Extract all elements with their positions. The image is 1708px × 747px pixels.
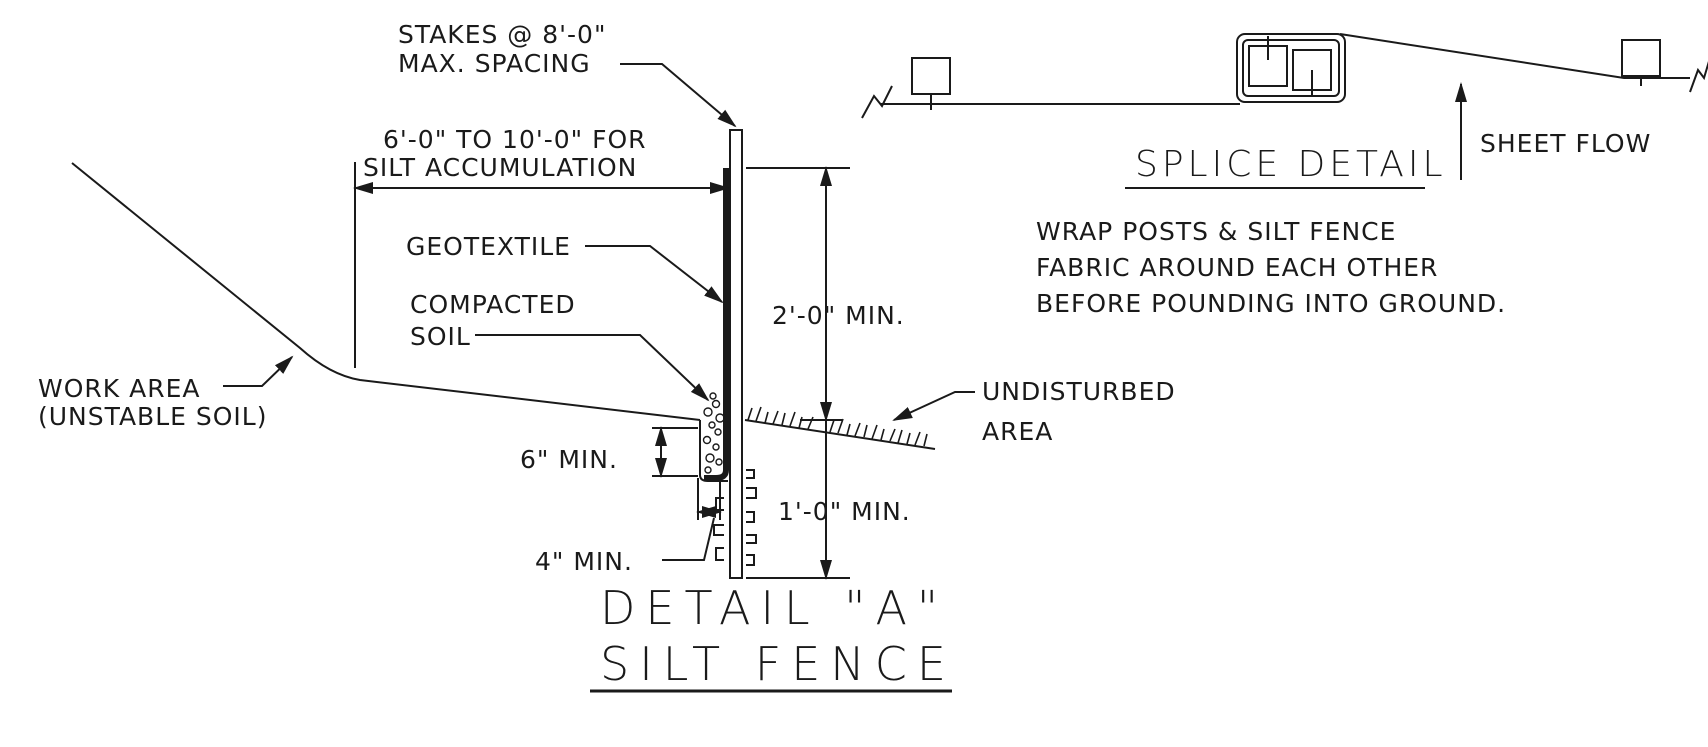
- splice-note-line3: BEFORE POUNDING INTO GROUND.: [1036, 289, 1506, 318]
- detail-subtitle: SILT FENCE: [600, 637, 956, 691]
- work-area-label-2: (UNSTABLE SOIL): [38, 402, 267, 431]
- splice-ground-line: [880, 33, 1690, 105]
- soil-leader: [475, 334, 710, 402]
- geotextile-label: GEOTEXTILE: [406, 232, 571, 261]
- splice-post-right: [1621, 39, 1661, 77]
- trench-depth-label: 6" MIN.: [520, 445, 618, 474]
- geotextile-fabric: [704, 168, 729, 481]
- grass-hatching: [747, 406, 928, 447]
- slope-ground-line: [71, 162, 701, 421]
- splice-note-line1: WRAP POSTS & SILT FENCE: [1036, 217, 1396, 246]
- undisturbed-ground-line: [744, 419, 936, 450]
- undisturbed-label: UNDISTURBED: [982, 377, 1176, 406]
- geotextile-leader: [585, 245, 724, 304]
- detail-title: DETAIL "A": [600, 581, 948, 635]
- sheet-flow-label: SHEET FLOW: [1480, 129, 1651, 158]
- width-dim-label: 6'-0" TO 10'-0" FOR: [383, 125, 647, 154]
- width-dim-label-2: SILT ACCUMULATION: [363, 153, 637, 182]
- stakes-leader: [620, 63, 737, 128]
- undisturbed-label-2: AREA: [982, 417, 1053, 446]
- splice-note-line2: FABRIC AROUND EACH OTHER: [1036, 253, 1438, 282]
- compacted-soil-label-2: SOIL: [410, 322, 471, 351]
- splice-title: SPLICE DETAIL: [1135, 144, 1447, 185]
- splice-wrap-outer: [1236, 33, 1346, 103]
- height-above-label: 2'-0" MIN.: [772, 301, 905, 330]
- undisturbed-leader: [892, 391, 975, 421]
- break-mark-left: [861, 85, 893, 119]
- embed-depth-label: 1'-0" MIN.: [778, 497, 911, 526]
- stakes-label: STAKES @ 8'-0": [398, 20, 606, 49]
- compacted-soil-fill: [702, 392, 725, 474]
- work-area-label: WORK AREA: [38, 374, 200, 403]
- stakes-label-2: MAX. SPACING: [398, 49, 591, 78]
- trench-width-label: 4" MIN.: [535, 547, 633, 576]
- trench-width-leader: [662, 517, 715, 561]
- compacted-soil-label: COMPACTED: [410, 290, 576, 319]
- stake-post: [729, 129, 743, 579]
- splice-post-left: [911, 57, 951, 95]
- section-view: STAKES @ 8'-0" MAX. SPACING 6'-0" TO 10'…: [38, 20, 1176, 693]
- trench-outline: [699, 420, 728, 482]
- break-mark-right: [1689, 61, 1708, 93]
- splice-detail-view: SHEET FLOW SPLICE DETAIL WRAP POSTS & SI…: [861, 33, 1708, 318]
- work-area-leader: [223, 355, 294, 387]
